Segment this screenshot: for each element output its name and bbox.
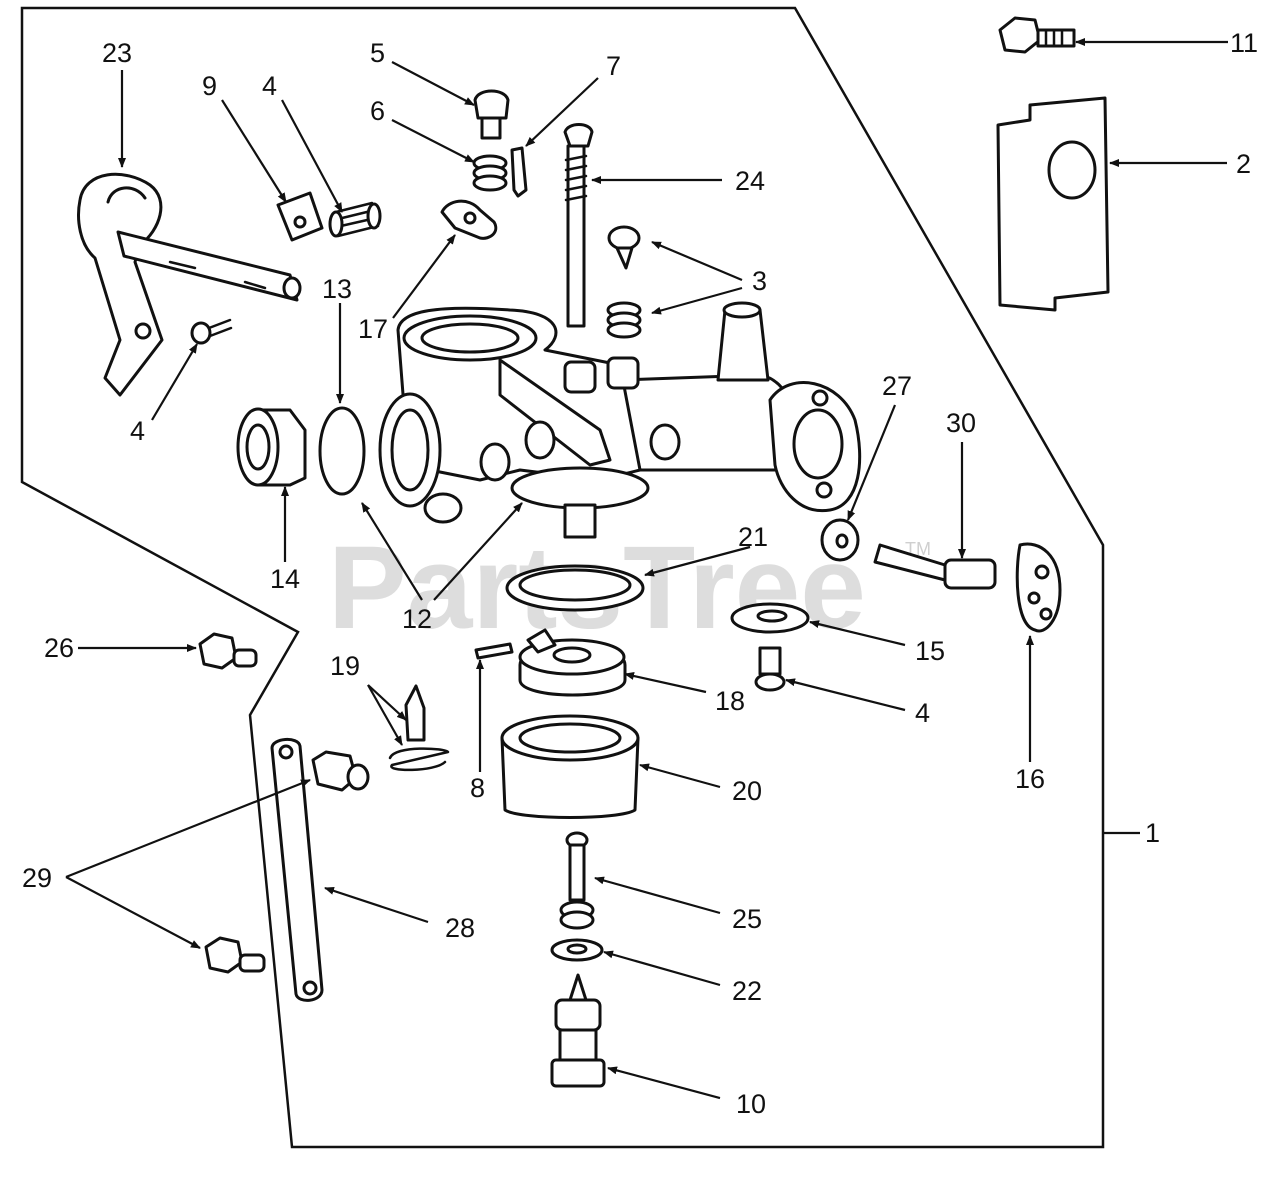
callout-29: 29 — [22, 863, 52, 893]
callout-6: 6 — [370, 96, 385, 126]
fiber-washer-part — [730, 602, 810, 634]
callout-27: 27 — [882, 371, 912, 401]
callout-5: 5 — [370, 38, 385, 68]
callout-18: 18 — [715, 686, 745, 716]
callout-leaders — [65, 38, 1228, 1100]
assembly-boundary-outline — [20, 6, 1105, 1149]
spring-part-upper — [328, 201, 382, 238]
inlet-needle-part — [559, 831, 595, 930]
sealing-washer-part — [550, 938, 604, 962]
callout-3: 3 — [752, 266, 767, 296]
float-pin-part — [474, 642, 514, 660]
callout-28: 28 — [445, 913, 475, 943]
callout-22: 22 — [732, 976, 762, 1006]
idle-spring-part — [472, 154, 508, 192]
callout-9: 9 — [202, 71, 217, 101]
callout-4-left: 4 — [130, 416, 145, 446]
flange-washer-part — [820, 518, 860, 562]
throttle-bracket-part — [440, 199, 498, 240]
carburetor-body-part — [378, 301, 862, 539]
callout-10: 10 — [736, 1089, 766, 1119]
callout-4-upper: 4 — [262, 71, 277, 101]
callout-24: 24 — [735, 166, 765, 196]
callout-labels: 23 9 4 4 5 6 7 24 17 3 13 14 12 2 11 27 … — [22, 28, 1258, 1119]
link-rod-part — [270, 738, 324, 1002]
fitting-part-upper — [198, 632, 258, 670]
screw-part-lower — [754, 646, 786, 692]
callout-23: 23 — [102, 38, 132, 68]
callout-19: 19 — [330, 651, 360, 681]
callout-25: 25 — [732, 904, 762, 934]
callout-11: 11 — [1230, 28, 1258, 58]
fitting-part-middle — [311, 750, 370, 792]
callout-1: 1 — [1145, 818, 1160, 848]
callout-4-right: 4 — [915, 698, 930, 728]
main-jet-part — [550, 973, 606, 1088]
needle-valve-part — [563, 123, 594, 328]
float-bowl-part — [500, 714, 640, 819]
callout-12: 12 — [402, 604, 432, 634]
gasket-part — [318, 406, 366, 496]
callout-30: 30 — [946, 408, 976, 438]
callout-26: 26 — [44, 633, 74, 663]
float-part — [518, 628, 627, 697]
callout-16: 16 — [1015, 764, 1045, 794]
callout-20: 20 — [732, 776, 762, 806]
spring-clip-part — [388, 684, 450, 772]
callout-7: 7 — [606, 51, 621, 81]
carburetor-plate-part — [996, 96, 1110, 312]
callout-14: 14 — [270, 564, 300, 594]
bushing-part — [236, 407, 307, 487]
callout-21: 21 — [738, 522, 768, 552]
callout-13: 13 — [322, 274, 352, 304]
throttle-lever-part — [77, 172, 302, 397]
pin-part — [510, 146, 528, 198]
callout-17: 17 — [358, 314, 388, 344]
choke-shaft-part — [873, 542, 1062, 633]
idle-screw-part — [473, 89, 510, 140]
fitting-part-lower — [204, 936, 266, 974]
choke-clip-part — [276, 191, 324, 242]
screw-part-left — [190, 318, 233, 345]
bowl-gasket-part — [505, 564, 645, 612]
callout-15: 15 — [915, 636, 945, 666]
callout-2: 2 — [1236, 149, 1251, 179]
callout-8: 8 — [470, 773, 485, 803]
mixture-screw-part — [606, 225, 642, 339]
mounting-bolt-part — [998, 16, 1076, 54]
